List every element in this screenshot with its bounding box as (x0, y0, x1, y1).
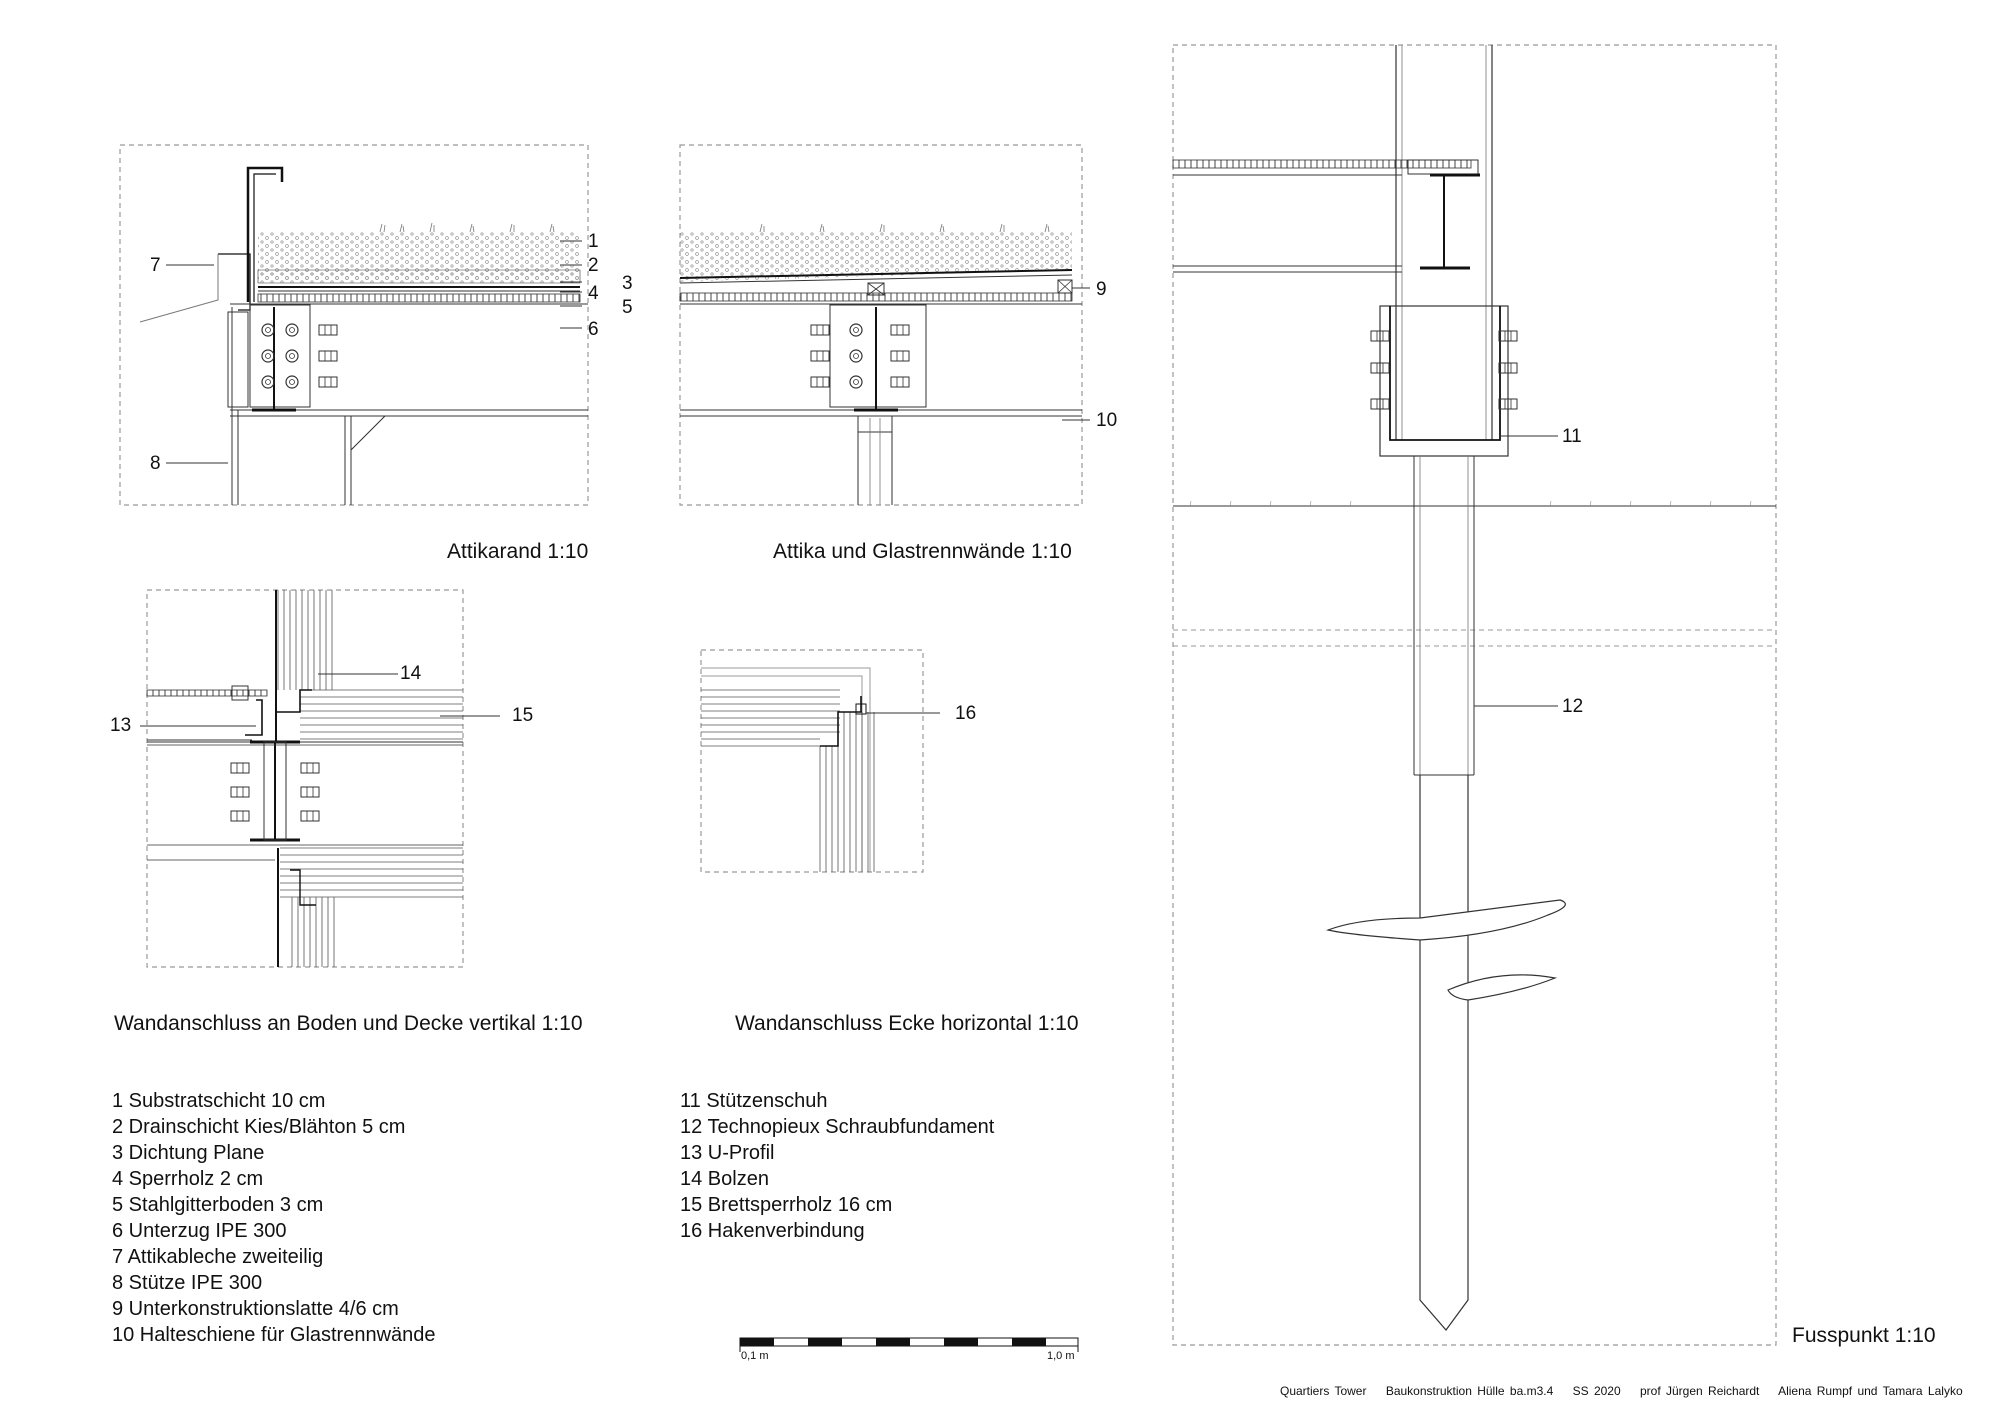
legend-item: 6 Unterzug IPE 300 (112, 1220, 287, 1242)
callout-3: 3 (622, 273, 633, 294)
callout-2: 2 (588, 255, 599, 276)
caption-wandanschluss-vertikal: Wandanschluss an Boden und Decke vertika… (114, 1012, 583, 1035)
footer-professor: prof Jürgen Reichardt (1640, 1384, 1760, 1398)
caption-attikarand: Attikarand 1:10 (447, 540, 589, 563)
legend-item: 11 Stützenschuh (680, 1090, 828, 1112)
callout-12: 12 (1562, 696, 1584, 717)
callout-7: 7 (150, 255, 161, 276)
detail-fusspunkt (1172, 44, 1777, 1346)
callout-15: 15 (512, 705, 534, 726)
callout-5: 5 (622, 297, 633, 318)
legend-item: 1 Substratschicht 10 cm (112, 1090, 326, 1112)
legend-item: 3 Dichtung Plane (112, 1142, 265, 1164)
legend-item: 12 Technopieux Schraubfundament (680, 1116, 995, 1138)
callout-1: 1 (588, 231, 599, 252)
callout-16: 16 (955, 703, 977, 724)
legend-item: 15 Brettsperrholz 16 cm (680, 1194, 893, 1216)
callout-8: 8 (150, 453, 161, 474)
legend-item: 13 U-Profil (680, 1142, 775, 1164)
callout-6: 6 (588, 319, 599, 340)
caption-wandanschluss-ecke: Wandanschluss Ecke horizontal 1:10 (735, 1012, 1079, 1035)
detail-attika-glastrennwaende (679, 144, 1090, 506)
detail-wandanschluss-ecke (700, 649, 940, 873)
legend-item: 9 Unterkonstruktionslatte 4/6 cm (112, 1298, 399, 1320)
footer-project: Quartiers Tower (1280, 1384, 1367, 1398)
caption-attika-glastrennwaende: Attika und Glastrennwände 1:10 (773, 540, 1072, 563)
legend-left: 1 Substratschicht 10 cm 2 Drainschicht K… (112, 1088, 436, 1348)
legend-item: 16 Hakenverbindung (680, 1220, 865, 1242)
callout-14: 14 (400, 663, 422, 684)
callout-11: 11 (1562, 426, 1582, 447)
legend-item: 8 Stütze IPE 300 (112, 1272, 263, 1294)
legend-item: 14 Bolzen (680, 1168, 769, 1190)
footer: Quartiers Tower Baukonstruktion Hülle ba… (1280, 1384, 1977, 1398)
footer-semester: SS 2020 (1572, 1384, 1621, 1398)
legend-item: 10 Halteschiene für Glastrennwände (112, 1324, 436, 1346)
footer-authors: Aliena Rumpf und Tamara Lalyko (1778, 1384, 1963, 1398)
legend-item: 2 Drainschicht Kies/Blähton 5 cm (112, 1116, 406, 1138)
scale-bar (739, 1337, 1079, 1352)
detail-wandanschluss-vertikal (140, 589, 500, 968)
callout-9: 9 (1096, 279, 1107, 300)
scale-label-left: 0,1 m (741, 1350, 769, 1362)
callout-13: 13 (110, 715, 132, 736)
legend-item: 4 Sperrholz 2 cm (112, 1168, 264, 1190)
scale-label-right: 1,0 m (1047, 1350, 1075, 1362)
footer-course: Baukonstruktion Hülle ba.m3.4 (1385, 1384, 1554, 1398)
caption-fusspunkt: Fusspunkt 1:10 (1792, 1324, 1936, 1347)
legend-right: 11 Stützenschuh 12 Technopieux Schraubfu… (680, 1088, 994, 1244)
legend-item: 5 Stahlgitterboden 3 cm (112, 1194, 324, 1216)
callout-4: 4 (588, 283, 599, 304)
detail-attikarand (119, 144, 589, 506)
callout-10: 10 (1096, 410, 1118, 431)
legend-item: 7 Attikableche zweiteilig (112, 1246, 324, 1268)
